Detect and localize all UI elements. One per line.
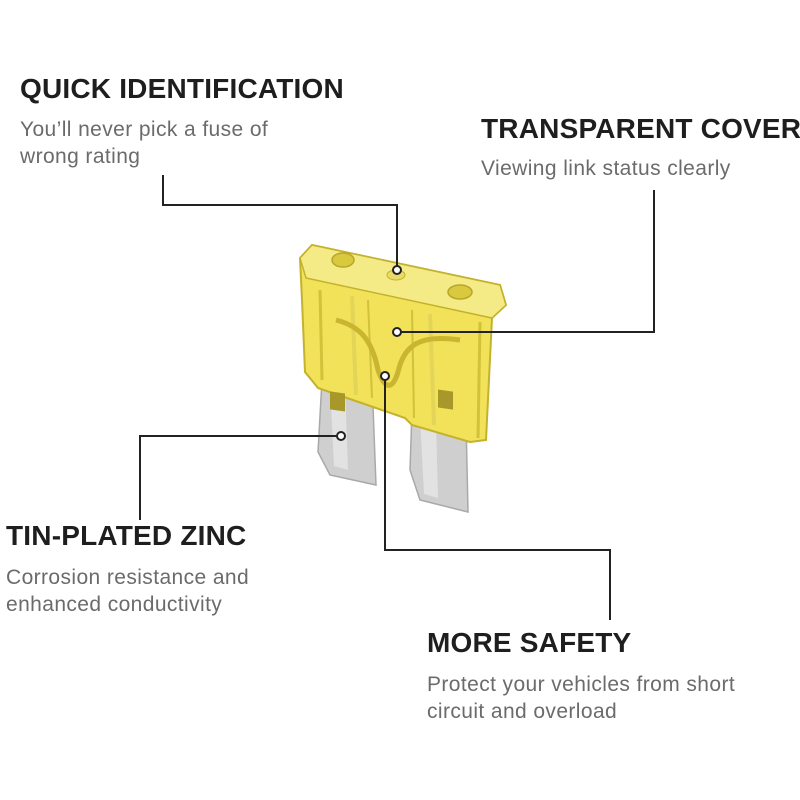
marker-dot-more-safety bbox=[380, 371, 390, 381]
description-line: Protect your vehicles from short bbox=[427, 673, 736, 696]
tin-plated-zinc-title: TIN-PLATED ZINC bbox=[6, 520, 247, 551]
tin-plated-zinc-description: Corrosion resistance and enhanced conduc… bbox=[6, 564, 249, 618]
description-line: circuit and overload bbox=[427, 700, 618, 723]
marker-dot-transparent-cover bbox=[392, 327, 402, 337]
description-line: Viewing link status clearly bbox=[481, 157, 731, 180]
leader-line-more-safety bbox=[384, 376, 611, 620]
blade-fuse-image bbox=[298, 243, 508, 513]
description-line: enhanced conductivity bbox=[6, 593, 223, 616]
description-line: wrong rating bbox=[20, 145, 141, 168]
marker-dot-tin-plated-zinc bbox=[336, 431, 346, 441]
description-line: Corrosion resistance and bbox=[6, 566, 250, 589]
quick-identification-title: QUICK IDENTIFICATION bbox=[20, 73, 344, 104]
leader-line-tin-plated-zinc bbox=[139, 435, 341, 520]
leader-line-transparent-cover bbox=[397, 190, 655, 333]
transparent-cover-title: TRANSPARENT COVER bbox=[481, 113, 800, 144]
leader-line-quick-identification bbox=[162, 175, 398, 270]
more-safety-description: Protect your vehicles from short circuit… bbox=[427, 671, 735, 725]
marker-dot-quick-identification bbox=[392, 265, 402, 275]
description-line: You’ll never pick a fuse of bbox=[20, 118, 269, 141]
transparent-cover-description: Viewing link status clearly bbox=[481, 155, 731, 182]
more-safety-title: MORE SAFETY bbox=[427, 627, 632, 658]
quick-identification-description: You’ll never pick a fuse of wrong rating bbox=[20, 116, 268, 170]
